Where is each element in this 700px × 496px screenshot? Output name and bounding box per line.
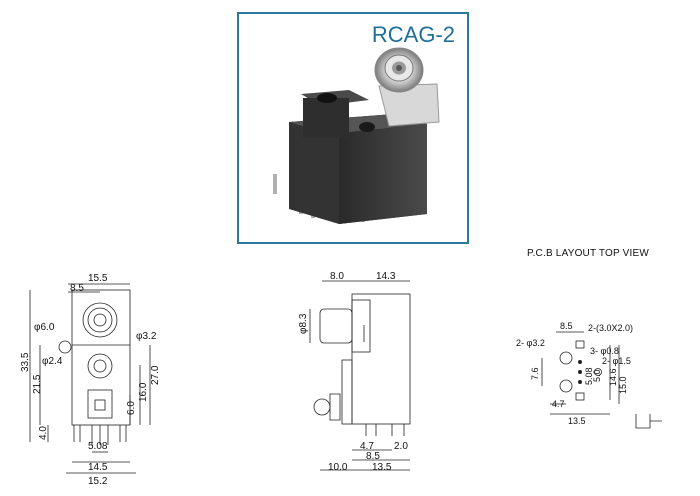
dim-side-top-right: 14.3 xyxy=(376,271,396,282)
dim-side-pin-b: 2.0 xyxy=(394,441,408,452)
dim-pcb-small-holes: 3- φ0.8 xyxy=(590,346,619,356)
pcb-big-hole-2 xyxy=(559,379,573,393)
dim-pcb-right-b: 15.0 xyxy=(618,376,628,394)
dim-front-pin-pitch: 5.08 xyxy=(88,441,108,452)
model-title: RCAG-2 xyxy=(371,22,455,47)
dim-pcb-slot-holes: 2-(3.0X2.0) xyxy=(588,323,633,333)
dim-front-mid-height: 16.0 xyxy=(138,382,149,402)
dim-pcb-left-height: 7.6 xyxy=(530,367,540,380)
dim-side-jack-dia: φ8.3 xyxy=(298,313,309,334)
dim-front-overall-height: 33.5 xyxy=(20,352,31,372)
pcb-layout-drawing xyxy=(541,331,662,429)
dim-front-width-top: 15.5 xyxy=(88,273,108,284)
dim-pcb-top-span: 8.5 xyxy=(560,321,573,331)
dim-side-top-left: 8.0 xyxy=(330,271,344,282)
dim-front-left-height: 21.5 xyxy=(32,374,43,394)
dim-pcb-inner-b: 5.0 xyxy=(592,369,602,382)
dim-front-overall-width: 15.2 xyxy=(88,476,108,487)
dim-side-bottom-left: 10.0 xyxy=(328,462,348,473)
dim-side-pin-c: 8.5 xyxy=(366,451,380,462)
front-view-drawing xyxy=(29,283,151,474)
dim-front-base-width: 14.5 xyxy=(88,462,108,473)
front-jack-outer-ring xyxy=(82,302,118,338)
dim-pcb-mid-holes: 2- φ1.5 xyxy=(602,356,631,366)
dim-front-small-dia: φ2.4 xyxy=(42,356,63,367)
dim-side-bottom-right: 13.5 xyxy=(372,462,392,473)
pcb-slot-1 xyxy=(575,340,585,349)
front-view-body xyxy=(71,289,131,426)
side-jack xyxy=(319,308,353,344)
dim-front-offset: 8.5 xyxy=(70,283,84,294)
connector-photo-illustration xyxy=(273,47,440,224)
dim-pcb-big-holes: 2- φ3.2 xyxy=(516,338,545,348)
dim-front-hole-dia: φ3.2 xyxy=(136,331,157,342)
dim-front-right-height: 27.0 xyxy=(150,365,161,385)
dim-pcb-bottom-a: 4.7 xyxy=(552,399,565,409)
dim-pcb-right-a: 14.6 xyxy=(608,368,618,386)
pcb-big-hole-1 xyxy=(559,351,573,365)
dim-front-pin-length: 4.0 xyxy=(38,426,49,440)
side-knob xyxy=(313,398,331,416)
pcb-layout-caption: P.C.B LAYOUT TOP VIEW xyxy=(527,248,650,259)
dim-front-lower-height: 6.0 xyxy=(126,401,137,415)
side-view-drawing xyxy=(309,280,411,471)
front-small-hole xyxy=(58,340,72,354)
dim-front-ring-dia: φ6.0 xyxy=(34,322,55,333)
dim-pcb-bottom-width: 13.5 xyxy=(568,416,586,426)
dim-side-pin-a: 4.7 xyxy=(360,441,374,452)
product-photo-frame: RCAG-2 xyxy=(237,12,469,244)
pcb-slot-2 xyxy=(575,392,585,401)
dim-pcb-inner-a: 5.08 xyxy=(584,367,594,385)
side-view-body xyxy=(351,293,411,425)
